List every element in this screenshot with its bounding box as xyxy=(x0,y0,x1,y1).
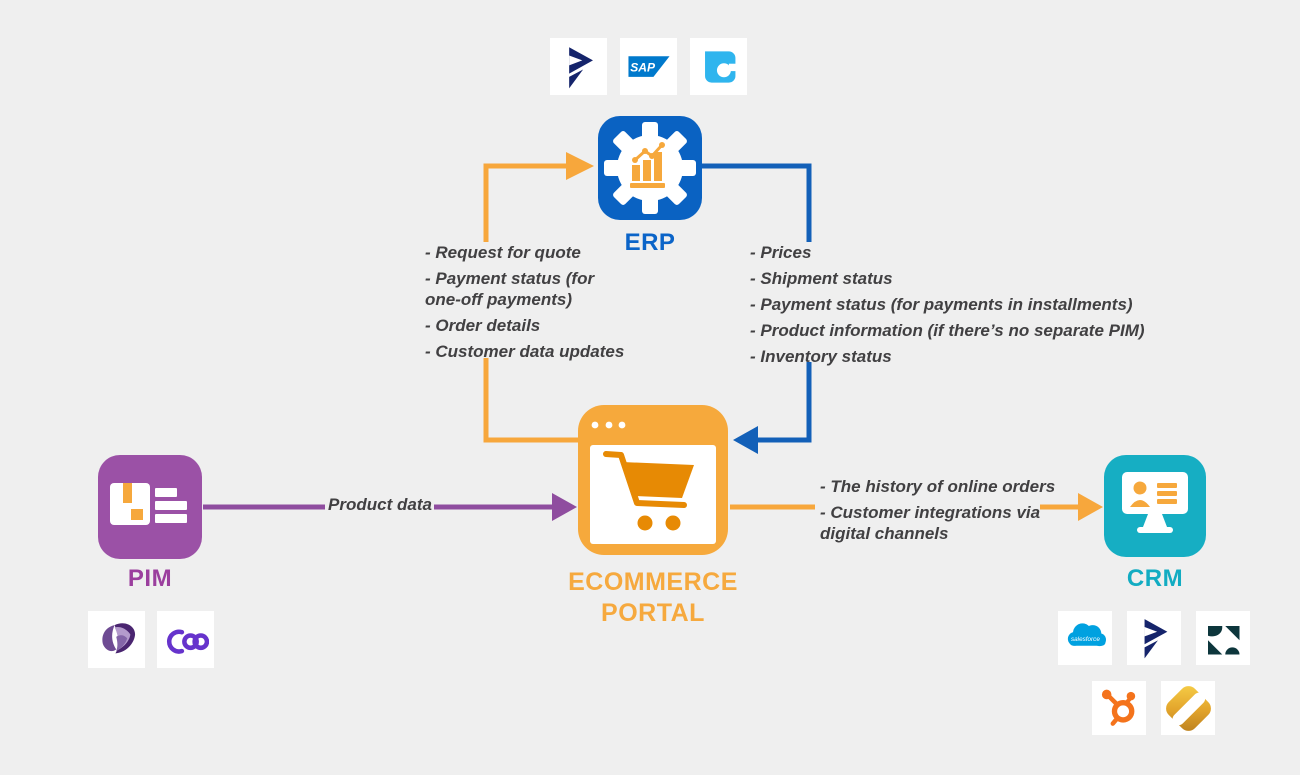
pim-to-portal-label: Product data xyxy=(328,495,432,514)
arrowhead-icon xyxy=(552,493,577,521)
erp-node xyxy=(598,116,702,220)
crm-label: CRM xyxy=(1126,565,1184,592)
arrowhead-icon xyxy=(566,152,594,180)
pim-node xyxy=(98,455,202,559)
flow-item: - Order details xyxy=(425,316,541,335)
acumatica-a-icon xyxy=(704,50,736,83)
flow-item: - Customer integrations via digital chan… xyxy=(820,503,1041,543)
c-infinity-icon xyxy=(166,629,209,654)
flow-item: - Payment status (for payments in instal… xyxy=(750,295,1133,314)
portal-label: ECOMMERCE PORTAL xyxy=(568,568,738,627)
shopping-cart-icon xyxy=(603,451,694,531)
dynamics-arrow-icon xyxy=(1144,619,1168,659)
flow-item: - Customer data updates xyxy=(425,342,625,361)
flow-item: - Request for quote xyxy=(425,243,581,262)
gear-chart-icon xyxy=(604,122,696,214)
erp-label: ERP xyxy=(624,229,676,256)
portal-to-crm-data-list: - The history of online orders - Custome… xyxy=(820,476,1072,549)
arrow-portal-to-erp xyxy=(483,152,594,443)
erp-to-portal-data-list: - Prices - Shipment status - Payment sta… xyxy=(750,242,1180,372)
flow-item: - The history of online orders xyxy=(820,477,1056,496)
sap-logo: SAP xyxy=(620,38,677,95)
monitor-contact-icon xyxy=(1122,472,1188,533)
gold-card-logo xyxy=(1161,681,1215,735)
svg-text:SAP: SAP xyxy=(630,60,656,74)
arrow-portal-to-crm xyxy=(730,493,1103,521)
pim-label: PIM xyxy=(127,565,173,592)
zendesk-z-icon xyxy=(1208,626,1240,655)
flow-item: - Prices xyxy=(750,243,812,262)
zendesk-logo xyxy=(1196,611,1250,665)
arrowhead-icon xyxy=(1078,493,1103,521)
salesforce-cloud-icon: salesforce xyxy=(1067,623,1106,647)
portal-to-erp-data-list: - Request for quote - Payment status (fo… xyxy=(425,242,630,367)
arrow-erp-to-portal xyxy=(702,163,812,454)
svg-text:salesforce: salesforce xyxy=(1071,636,1100,643)
acumatica-logo xyxy=(690,38,747,95)
ecommerce-portal-node xyxy=(578,405,728,555)
flow-item: - Product information (if there’s no sep… xyxy=(750,321,1145,340)
hubspot-sprocket-icon xyxy=(1101,689,1136,726)
arrowhead-icon xyxy=(733,426,758,454)
card-diamond-icon xyxy=(1161,681,1215,735)
card-stripe xyxy=(1169,689,1208,728)
salesforce-logo: salesforce xyxy=(1058,611,1112,665)
flow-item: - Shipment status xyxy=(750,269,893,288)
hubspot-logo xyxy=(1092,681,1146,735)
sap-mark-icon: SAP xyxy=(627,55,670,77)
browser-cart-icon xyxy=(578,405,728,555)
flow-item: - Payment status (for one-off payments) xyxy=(425,269,595,309)
flow-item: - Inventory status xyxy=(750,347,892,366)
akeneo-logo xyxy=(88,611,145,668)
dynamics-arrow-icon xyxy=(568,46,593,88)
dynamics-365-logo xyxy=(550,38,607,95)
arrow-pim-to-portal xyxy=(203,493,577,521)
akeneo-wing-icon xyxy=(101,622,135,653)
package-list-icon xyxy=(110,483,187,525)
dynamics-365-logo xyxy=(1127,611,1181,665)
inriver-logo xyxy=(157,611,214,668)
crm-node xyxy=(1104,455,1206,557)
